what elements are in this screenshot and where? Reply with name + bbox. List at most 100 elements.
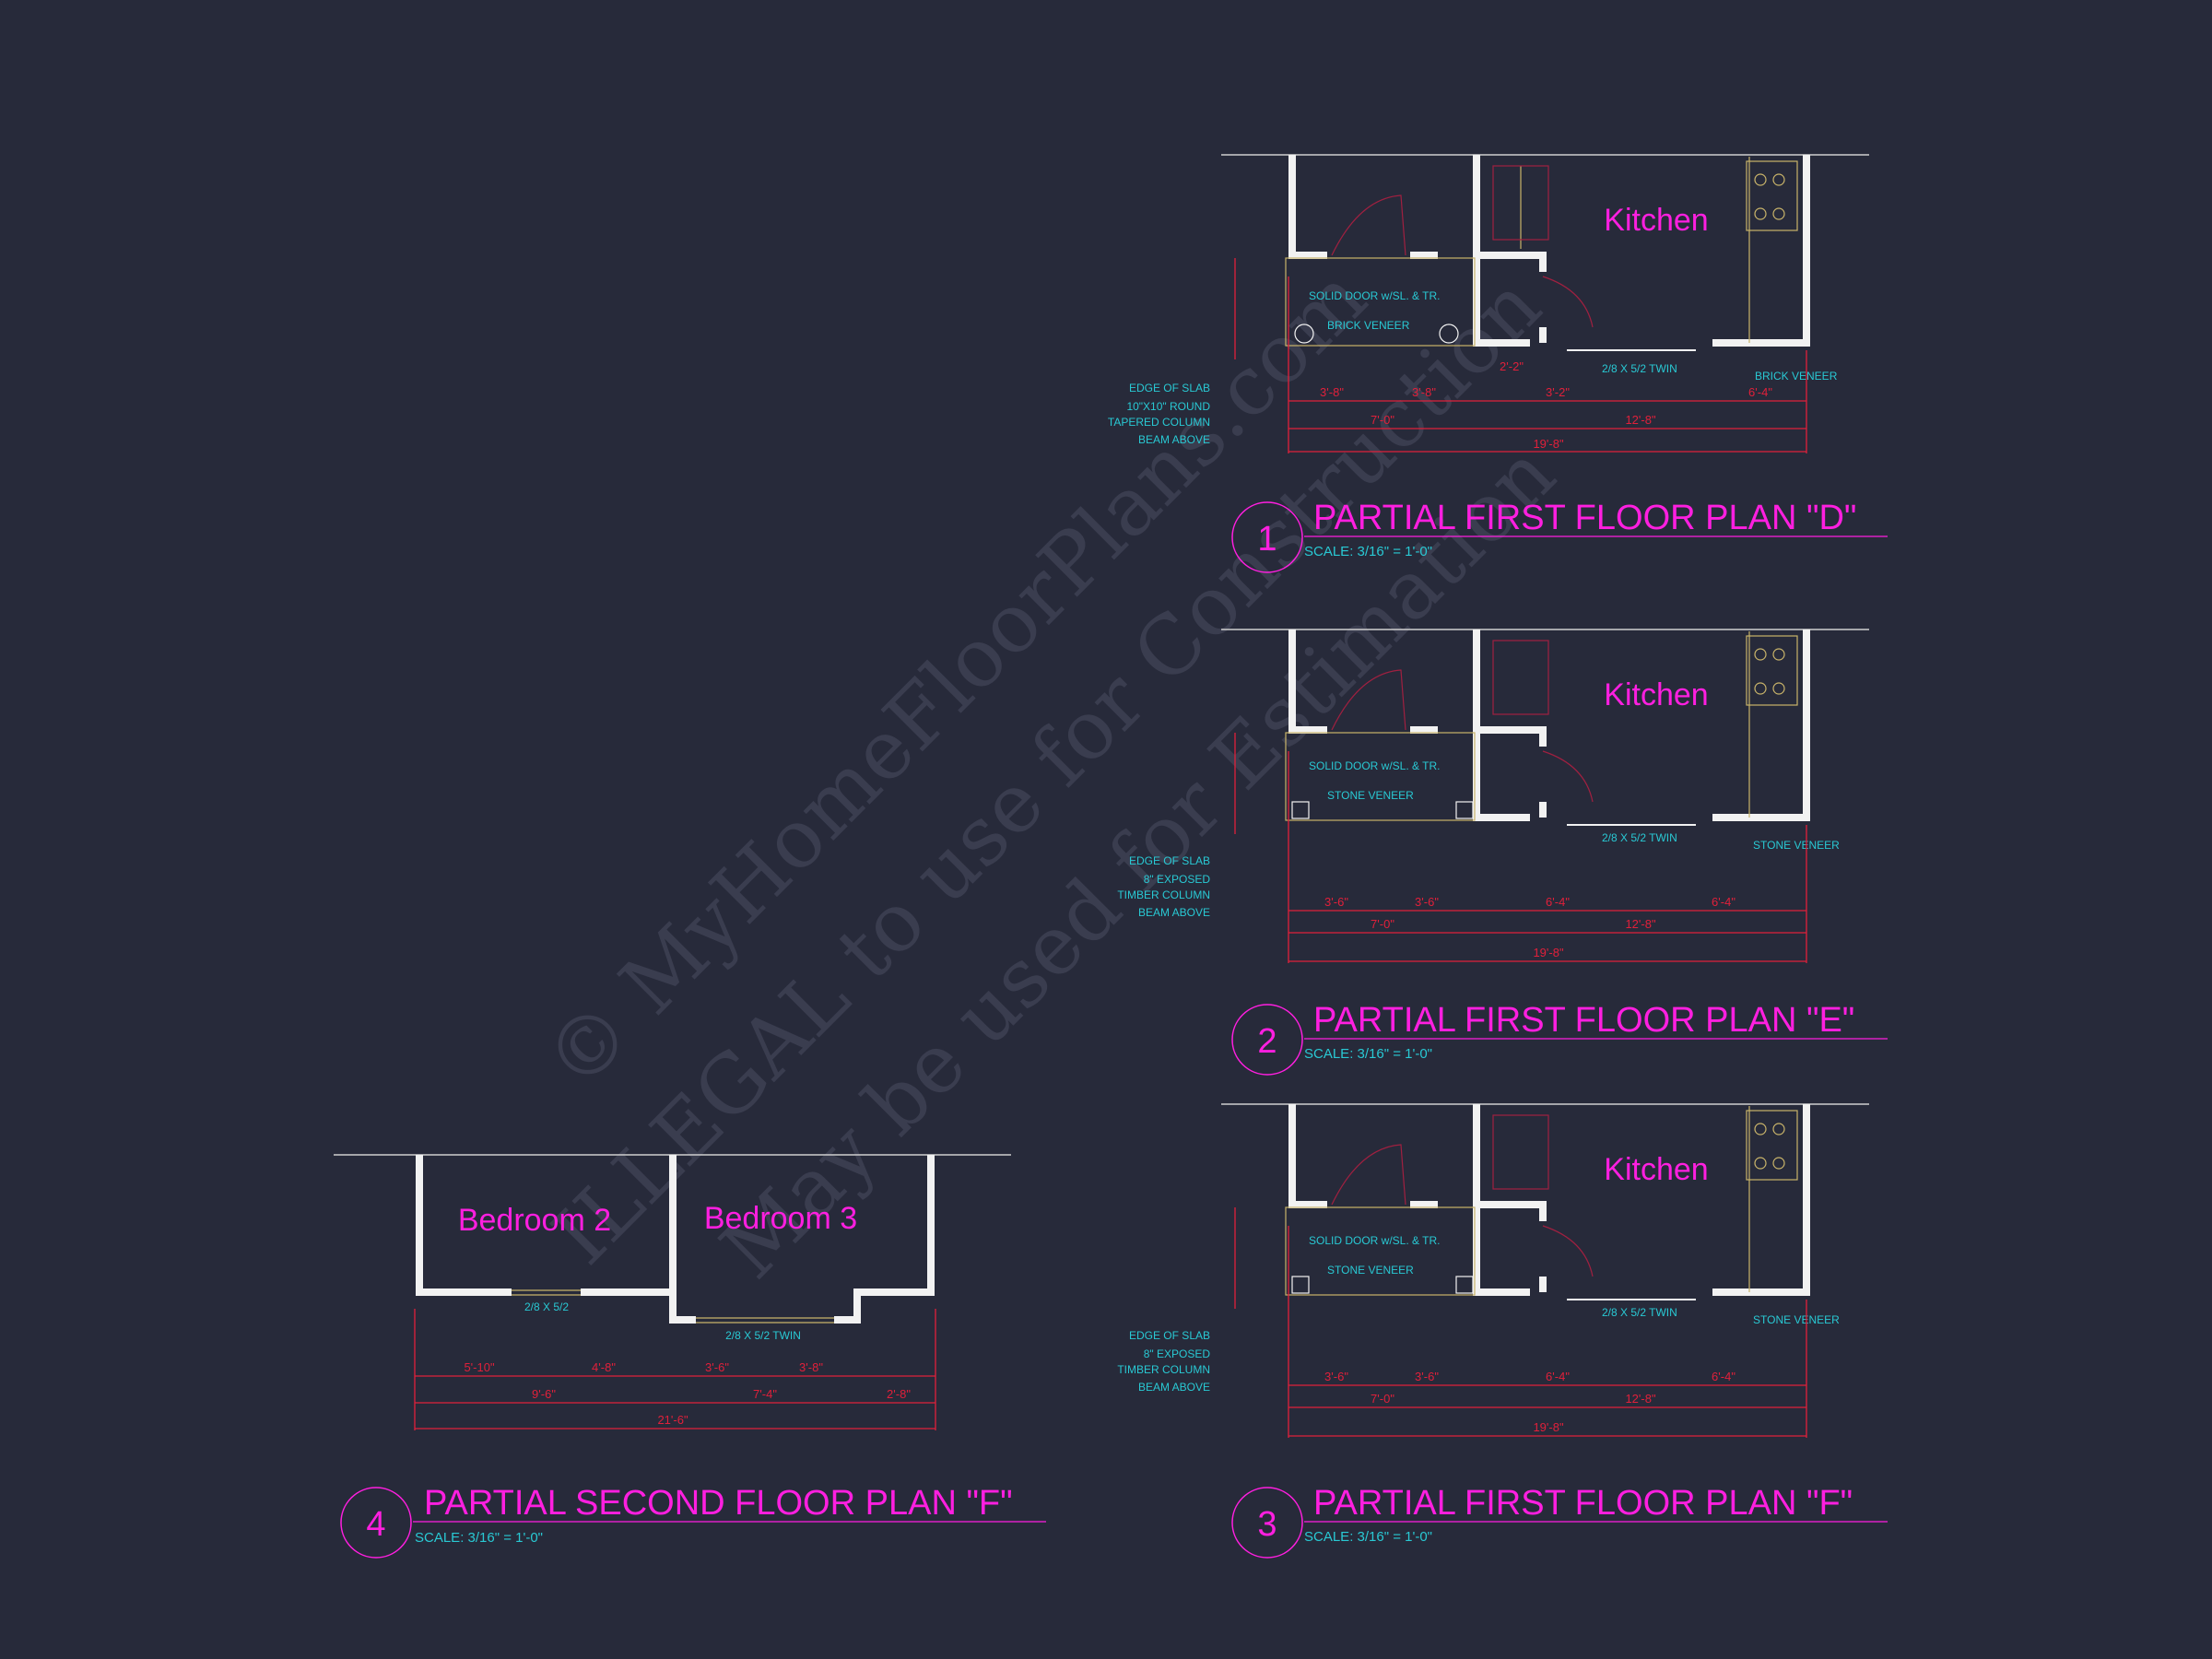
dimension-labels: 5'-10" 4'-8" 3'-6" 3'-8" 9'-6" 7'-4" 2'-… (464, 1360, 911, 1427)
dim-label: 3'-8" (799, 1360, 823, 1374)
right-veneer-note: BRICK VENEER (1755, 370, 1838, 382)
dimension-lines (1234, 258, 1807, 453)
right-veneer-note: STONE VENEER (1753, 1313, 1840, 1326)
dim-label: 7'-0" (1371, 917, 1394, 931)
dim-label: 3'-2" (1546, 385, 1570, 399)
dim-label: 19'-8" (1533, 437, 1564, 451)
dim-label: 7'-4" (753, 1387, 777, 1401)
veneer-note: STONE VENEER (1327, 789, 1414, 802)
left-note-1: EDGE OF SLAB (1129, 1329, 1210, 1342)
plan-number-circle (1231, 1487, 1303, 1559)
plan-number-circle (1231, 1004, 1303, 1076)
walls (1288, 629, 1810, 821)
dimension-labels: 3'-6" 3'-6" 6'-4" 6'-4" 7'-0" 12'-8" 19'… (1324, 1370, 1735, 1434)
dim-label: 3'-6" (1415, 1370, 1439, 1383)
veneer-note: STONE VENEER (1327, 1264, 1414, 1277)
plan-3: Kitchen SOLID DOOR w/SL. & TR. STONE VEN… (1117, 1103, 1888, 1559)
room-label-kitchen: Kitchen (1604, 677, 1708, 712)
left-note-4: BEAM ABOVE (1138, 906, 1210, 919)
room-label-kitchen: Kitchen (1604, 1152, 1708, 1187)
range-cooktop (1746, 160, 1798, 231)
dim-label: 19'-8" (1533, 1420, 1564, 1434)
plan-scale: SCALE: 3/16" = 1'-0" (1304, 544, 1432, 559)
dim-label: 3'-6" (705, 1360, 729, 1374)
plan-number: 2 (1257, 1022, 1277, 1061)
dim-label: 7'-0" (1371, 1392, 1394, 1406)
annotations: 2/8 X 5/2 2/8 X 5/2 TWIN (524, 1300, 801, 1342)
left-note-3: TIMBER COLUMN (1117, 1363, 1210, 1376)
dim-label: 6'-4" (1712, 1370, 1735, 1383)
plan-4: Bedroom 2 Bedroom 3 2/8 X 5/2 2/8 X 5/2 … (334, 1154, 1046, 1559)
dim-label: 6'-4" (1546, 1370, 1570, 1383)
door-swing (1331, 1106, 1750, 1292)
dimension-lines (1234, 1207, 1807, 1438)
dim-label: 12'-8" (1625, 413, 1656, 427)
dimension-labels: 3'-6" 3'-6" 6'-4" 6'-4" 7'-0" 12'-8" 19'… (1324, 895, 1735, 959)
dim-label: 7'-0" (1371, 413, 1394, 427)
plan-2: Kitchen SOLID DOOR w/SL. & TR. STONE VEN… (1117, 629, 1888, 1076)
walls (1288, 155, 1810, 347)
door-swing (1331, 631, 1750, 818)
window-note-a: 2/8 X 5/2 (524, 1300, 569, 1313)
annotations: SOLID DOOR w/SL. & TR. BRICK VENEER 2/8 … (1108, 289, 1838, 446)
dim-label: 3'-6" (1324, 895, 1348, 909)
porch (1285, 257, 1696, 351)
left-note-2: 10"X10" ROUND (1126, 400, 1210, 413)
dim-label: 2'-2" (1500, 359, 1524, 373)
dim-label: 3'-8" (1320, 385, 1344, 399)
window-note: 2/8 X 5/2 TWIN (1602, 1306, 1677, 1319)
plan-title: PARTIAL FIRST FLOOR PLAN "E" (1313, 1001, 1854, 1040)
dim-label: 3'-6" (1415, 895, 1439, 909)
windows (512, 1289, 834, 1324)
dimension-labels: 3'-8" 3'-8" 2'-2" 3'-2" 6'-4" 7'-0" 12'-… (1320, 359, 1772, 451)
plan-number: 3 (1257, 1505, 1277, 1544)
dim-label: 5'-10" (464, 1360, 495, 1374)
annotations: SOLID DOOR w/SL. & TR. STONE VENEER 2/8 … (1117, 759, 1840, 919)
room-label-bedroom-2: Bedroom 2 (458, 1203, 611, 1238)
plan-1: Kitchen SOLID DOOR w/SL. & TR. BRICK VEN… (1108, 154, 1888, 573)
plan-title: PARTIAL FIRST FLOOR PLAN "D" (1313, 499, 1856, 537)
window-note-b: 2/8 X 5/2 TWIN (725, 1329, 801, 1342)
plan-title: PARTIAL FIRST FLOOR PLAN "F" (1313, 1484, 1853, 1523)
plan-scale: SCALE: 3/16" = 1'-0" (1304, 1046, 1432, 1062)
door-swing (1331, 157, 1750, 343)
porch (1285, 732, 1696, 826)
room-label-bedroom-3: Bedroom 3 (704, 1201, 857, 1236)
dim-label: 12'-8" (1625, 917, 1656, 931)
dimension-lines (1234, 733, 1807, 963)
plan-number-circle (1231, 501, 1303, 573)
door-note: SOLID DOOR w/SL. & TR. (1309, 759, 1440, 772)
porch (1285, 1206, 1696, 1300)
dim-label: 6'-4" (1712, 895, 1735, 909)
dim-label: 3'-8" (1412, 385, 1436, 399)
dimension-lines (414, 1309, 936, 1430)
left-note-3: TAPERED COLUMN (1108, 416, 1210, 429)
plan-number: 1 (1257, 520, 1277, 559)
plan-scale: SCALE: 3/16" = 1'-0" (415, 1530, 543, 1546)
range-cooktop (1746, 1110, 1798, 1181)
left-note-1: EDGE OF SLAB (1129, 382, 1210, 394)
range-cooktop (1746, 635, 1798, 706)
left-note-3: TIMBER COLUMN (1117, 888, 1210, 901)
dim-label: 9'-6" (532, 1387, 556, 1401)
dim-label: 21'-6" (657, 1413, 688, 1427)
plan-number-circle (340, 1487, 412, 1559)
walls (416, 1155, 935, 1324)
dim-label: 12'-8" (1625, 1392, 1656, 1406)
door-note: SOLID DOOR w/SL. & TR. (1309, 1234, 1440, 1247)
plan-number: 4 (366, 1505, 385, 1544)
dim-label: 6'-4" (1748, 385, 1772, 399)
dim-label: 19'-8" (1533, 946, 1564, 959)
dim-label: 2'-8" (887, 1387, 911, 1401)
dim-label: 3'-6" (1324, 1370, 1348, 1383)
plan-title: PARTIAL SECOND FLOOR PLAN "F" (424, 1484, 1013, 1523)
annotations: SOLID DOOR w/SL. & TR. STONE VENEER 2/8 … (1117, 1234, 1840, 1394)
right-veneer-note: STONE VENEER (1753, 839, 1840, 852)
plan-scale: SCALE: 3/16" = 1'-0" (1304, 1529, 1432, 1545)
dim-label: 6'-4" (1546, 895, 1570, 909)
window-note: 2/8 X 5/2 TWIN (1602, 362, 1677, 375)
window-note: 2/8 X 5/2 TWIN (1602, 831, 1677, 844)
left-note-2: 8" EXPOSED (1144, 1347, 1211, 1360)
walls (1288, 1104, 1810, 1296)
